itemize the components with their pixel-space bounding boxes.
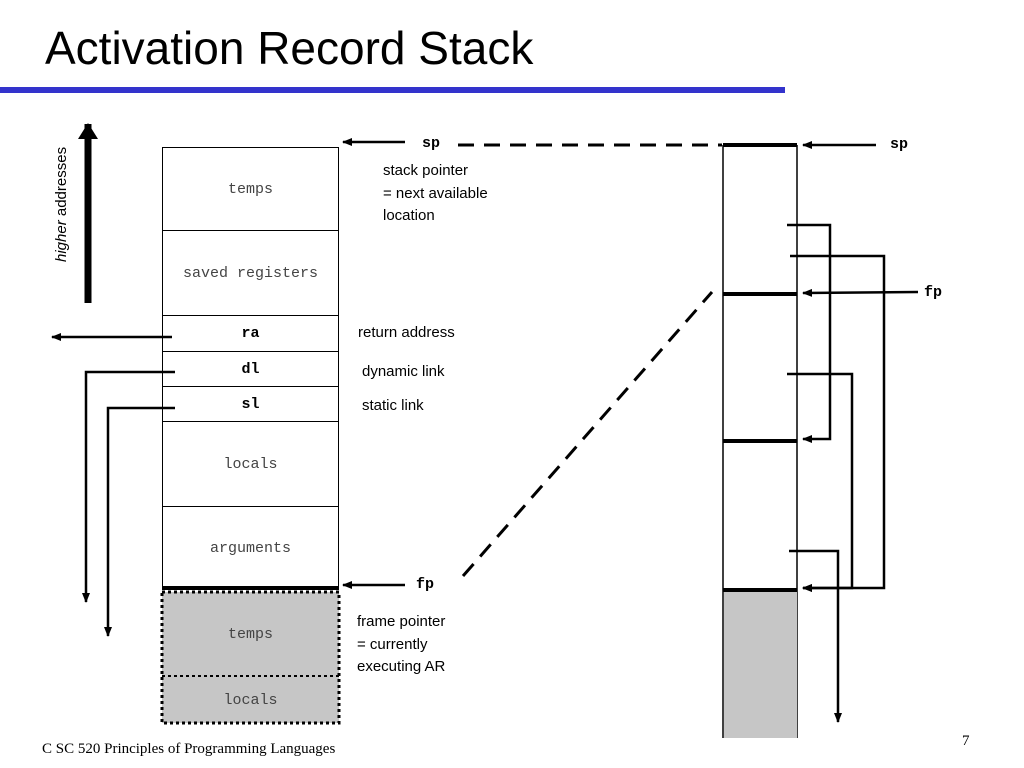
page-number: 7 [962,733,970,749]
frame-pointer-line-1: frame pointer [357,613,446,630]
stack-pointer-line-2: = next available [383,184,488,202]
static-link-note: static link [362,397,424,414]
fp-label-right: fp [924,284,943,301]
fp-label-left: fp [416,576,435,593]
prev-cell-locals: locals [162,677,339,723]
frame-pointer-line-3: executing AR [357,658,446,675]
right-link-arrow-3 [787,372,854,592]
fp-arrow-right [802,288,919,297]
footer-course: C SC 520 Principles of Programming Langu… [42,741,336,757]
sp-label-left: sp [422,135,441,152]
title-rule [0,87,785,93]
right-prev-frame-fill [724,592,797,738]
right-link-arrow-2 [790,254,886,592]
sp-label-right: sp [890,136,909,153]
sl-arrow [104,406,175,637]
frame-pointer-line-2: = currently [357,635,428,653]
prev-cell-temps: temps [162,592,339,677]
right-link-arrow-4 [789,549,842,723]
dynamic-link-note: dynamic link [362,363,445,380]
stack-pointer-line-3: location [383,207,435,224]
dl-arrow [82,370,175,603]
stack-pointer-line-1: stack pointer [383,162,469,179]
frame-pointer-note: frame pointer = currently executing AR [357,611,445,679]
prev-frame-dotted-border [160,590,341,725]
return-address-note: return address [358,324,455,341]
right-link-arrow-1 [787,223,832,443]
stack-pointer-note: stack pointer = next available location [383,160,488,228]
fp-dashed-connector [461,291,714,577]
slide-title: Activation Record Stack [45,22,534,74]
